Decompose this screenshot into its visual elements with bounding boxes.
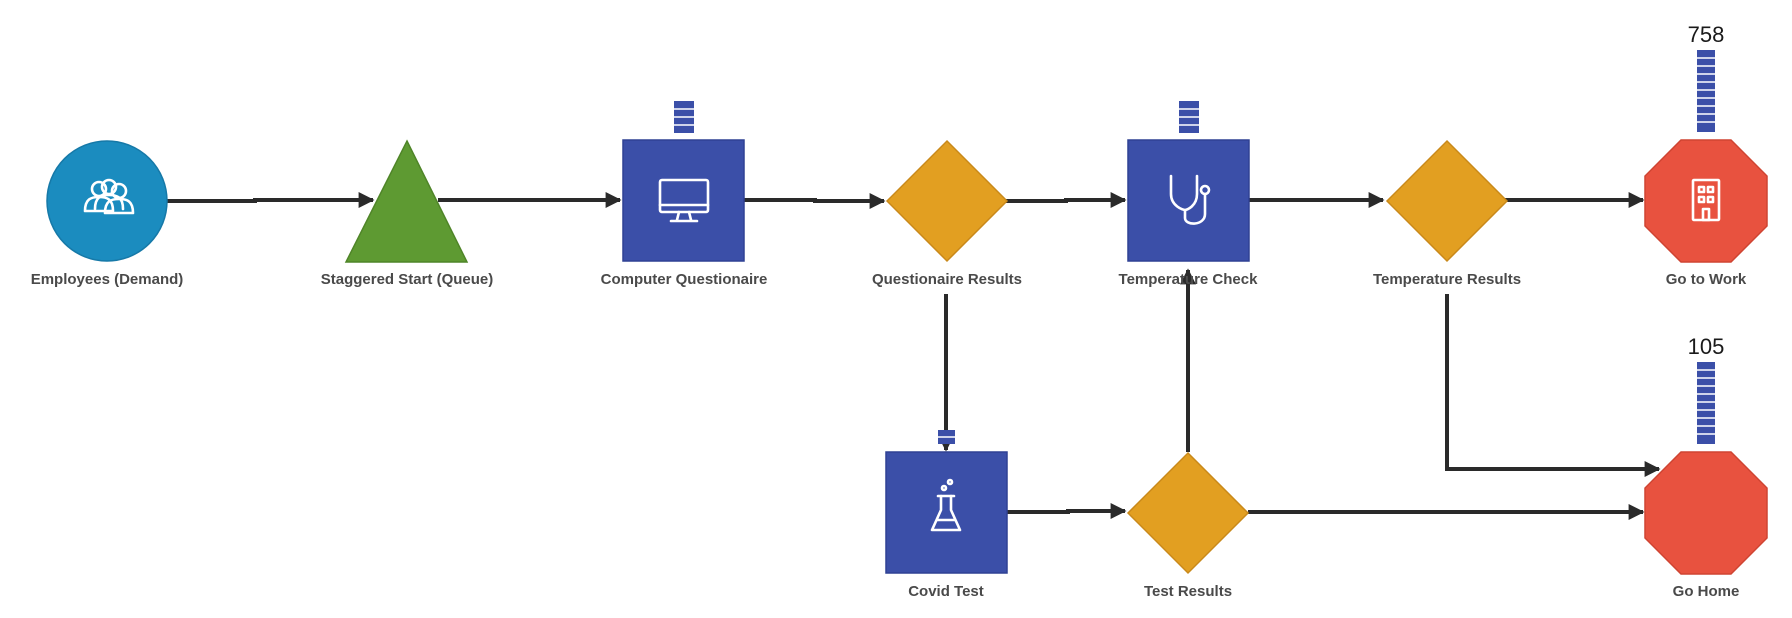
monitor-icon [658,178,710,223]
queue-indicator [1179,101,1199,133]
node-labels: Employees (Demand) Staggered Start (Queu… [31,271,1747,600]
node-employees[interactable] [46,140,168,262]
node-go-home[interactable]: 105 [1644,334,1768,575]
node-computer-questionaire[interactable] [622,101,745,262]
edge-employees-to-staggered-start[interactable] [166,192,375,208]
label-temperature-results: Temperature Results [1373,271,1521,288]
demand-circle[interactable] [46,140,168,262]
label-staggered-start: Staggered Start (Queue) [321,271,494,288]
users-icon [83,178,135,215]
exit-octagon[interactable] [1644,451,1768,575]
label-go-to-work: Go to Work [1666,271,1747,288]
stethoscope-icon [1169,174,1211,225]
node-test-results[interactable] [1126,451,1250,575]
flask-icon [930,478,962,532]
activity-square[interactable] [1127,139,1250,262]
label-test-results: Test Results [1144,583,1232,600]
label-covid-test: Covid Test [908,583,984,600]
edge-temperature-results-to-go-home[interactable] [1445,294,1661,477]
activity-square[interactable] [885,451,1008,574]
edge-covid-test-to-test-results[interactable] [1007,503,1127,519]
queue-indicator [1697,50,1715,132]
go-to-work-count: 758 [1688,22,1725,47]
node-covid-test[interactable] [885,430,1008,574]
decision-diamond[interactable] [885,139,1009,263]
node-questionaire-results[interactable] [885,139,1009,263]
go-home-count: 105 [1688,334,1725,359]
label-temperature-check: Temperature Check [1119,271,1259,288]
exit-octagon[interactable] [1644,139,1768,263]
edge-computer-questionaire-to-questionaire-results[interactable] [743,193,886,209]
label-employees: Employees (Demand) [31,271,184,288]
connectors [166,192,1661,520]
decision-diamond[interactable] [1126,451,1250,575]
label-computer-questionaire: Computer Questionaire [601,271,768,288]
building-icon [1691,178,1721,222]
activity-square[interactable] [622,139,745,262]
label-go-home: Go Home [1673,583,1740,600]
node-temperature-results[interactable] [1385,139,1509,263]
queue-indicator [674,101,694,133]
decision-diamond[interactable] [1385,139,1509,263]
queue-triangle[interactable] [344,139,469,263]
edge-questionaire-results-to-temperature-check[interactable] [1006,192,1127,208]
queue-indicator [938,430,955,444]
node-temperature-check[interactable] [1127,101,1250,262]
node-staggered-start[interactable] [344,139,469,263]
node-go-to-work[interactable]: 758 [1644,22,1768,263]
queue-indicator [1697,362,1715,444]
label-questionaire-results: Questionaire Results [872,271,1022,288]
